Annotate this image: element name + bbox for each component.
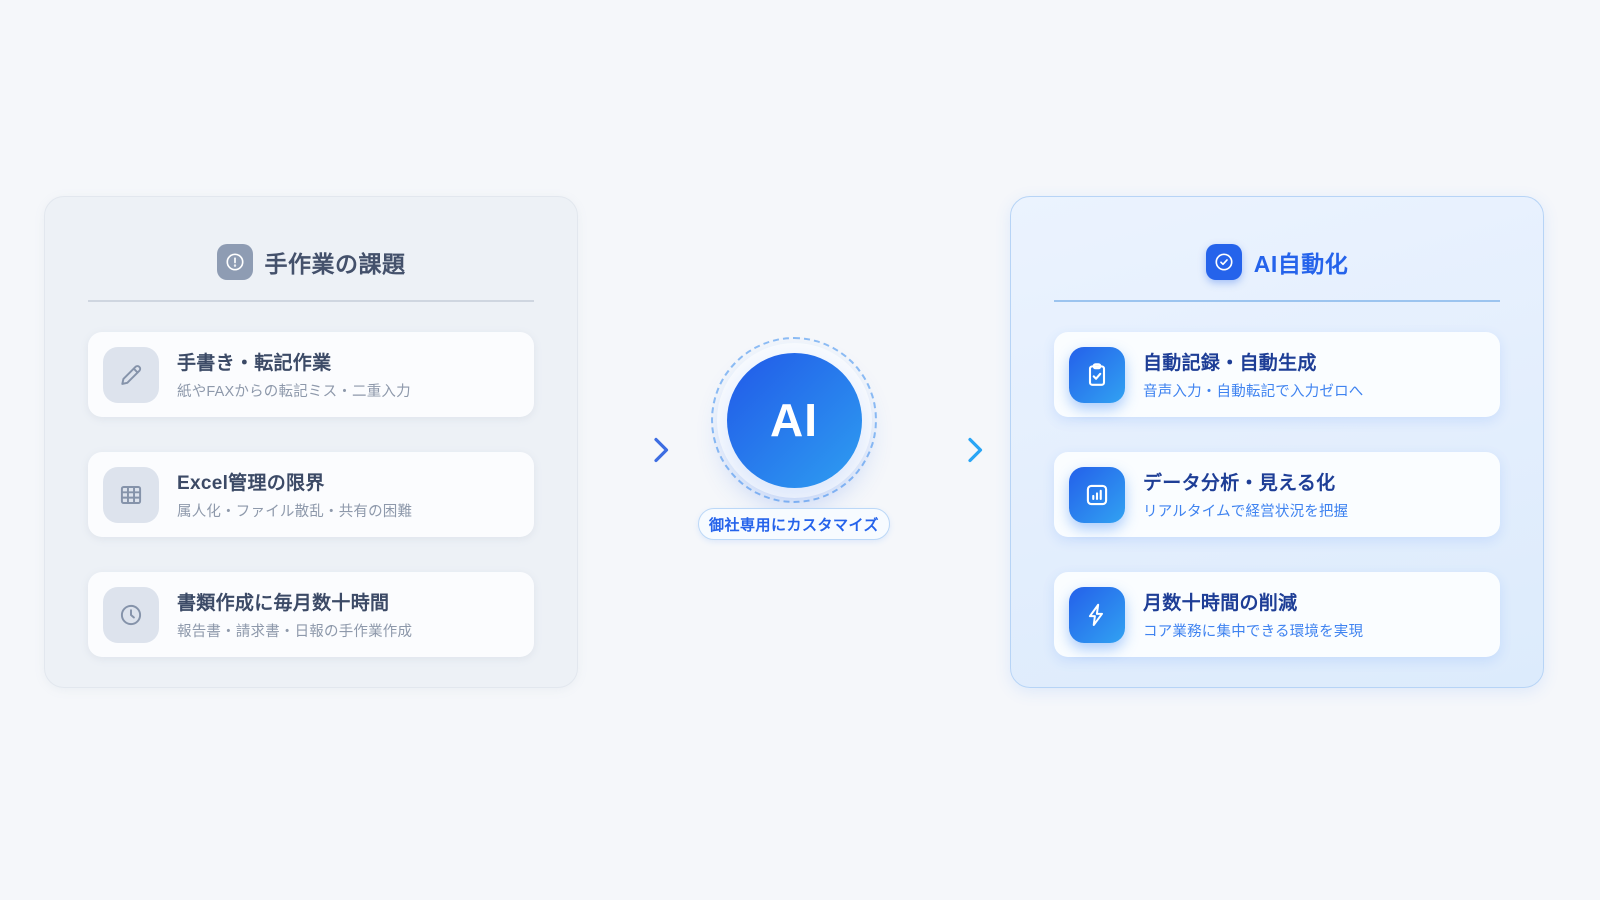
card-subtitle: 報告書・請求書・日報の手作業作成 [177, 624, 413, 640]
card-subtitle: 紙やFAXからの転記ミス・二重入力 [177, 384, 411, 400]
table-grid-icon [103, 466, 159, 523]
solution-card: データ分析・見える化 リアルタイムで経営状況を把握 [1054, 452, 1500, 537]
card-title: データ分析・見える化 [1143, 473, 1336, 494]
divider [1054, 300, 1500, 302]
card-title: 月数十時間の削減 [1143, 593, 1298, 614]
panel-title: AI自動化 [1253, 251, 1349, 277]
card-subtitle: リアルタイムで経営状況を把握 [1143, 504, 1349, 520]
card-title: 書類作成に毎月数十時間 [177, 593, 390, 614]
card-title: 自動記録・自動生成 [1143, 353, 1317, 374]
problem-card: 手書き・転記作業 紙やFAXからの転記ミス・二重入力 [88, 332, 534, 417]
card-title: Excel管理の限界 [177, 473, 325, 494]
solution-card: 月数十時間の削減 コア業務に集中できる環境を実現 [1054, 572, 1500, 657]
card-subtitle: コア業務に集中できる環境を実現 [1143, 624, 1364, 640]
ai-label: AI [770, 394, 818, 446]
problem-card: 書類作成に毎月数十時間 報告書・請求書・日報の手作業作成 [88, 572, 534, 657]
pencil-icon [103, 346, 159, 403]
ai-automation-panel: AI自動化 自動記録・自動生成 音声入力・自動転記で入力ゼロへ [1010, 196, 1544, 688]
divider [88, 300, 534, 302]
card-subtitle: 属人化・ファイル散乱・共有の困難 [177, 504, 413, 520]
panel-header: AI自動化 [1054, 244, 1500, 280]
check-circle-icon [1205, 244, 1242, 280]
dashed-ring: AI [711, 337, 877, 503]
bar-chart-icon [1069, 466, 1125, 523]
problem-card: Excel管理の限界 属人化・ファイル散乱・共有の困難 [88, 452, 534, 537]
ai-to-right-arrow [909, 437, 983, 463]
customize-badge-label: 御社専用にカスタマイズ [708, 516, 880, 534]
ai-circle: AI [726, 352, 862, 488]
lightning-bolt-icon [1069, 586, 1125, 643]
panel-title: 手作業の課題 [264, 251, 406, 277]
clock-icon [103, 586, 159, 643]
alert-circle-icon [216, 244, 253, 280]
clipboard-check-icon [1069, 346, 1125, 403]
card-subtitle: 音声入力・自動転記で入力ゼロへ [1143, 384, 1364, 400]
panel-header: 手作業の課題 [88, 244, 534, 280]
customize-badge: 御社専用にカスタマイズ [698, 508, 890, 540]
card-title: 手書き・転記作業 [177, 353, 332, 374]
solution-card: 自動記録・自動生成 音声入力・自動転記で入力ゼロへ [1054, 332, 1500, 417]
manual-tasks-panel: 手作業の課題 手書き・転記作業 紙やFAXからの転記ミス・二重入力 [44, 196, 578, 688]
left-to-ai-arrow [595, 437, 669, 463]
